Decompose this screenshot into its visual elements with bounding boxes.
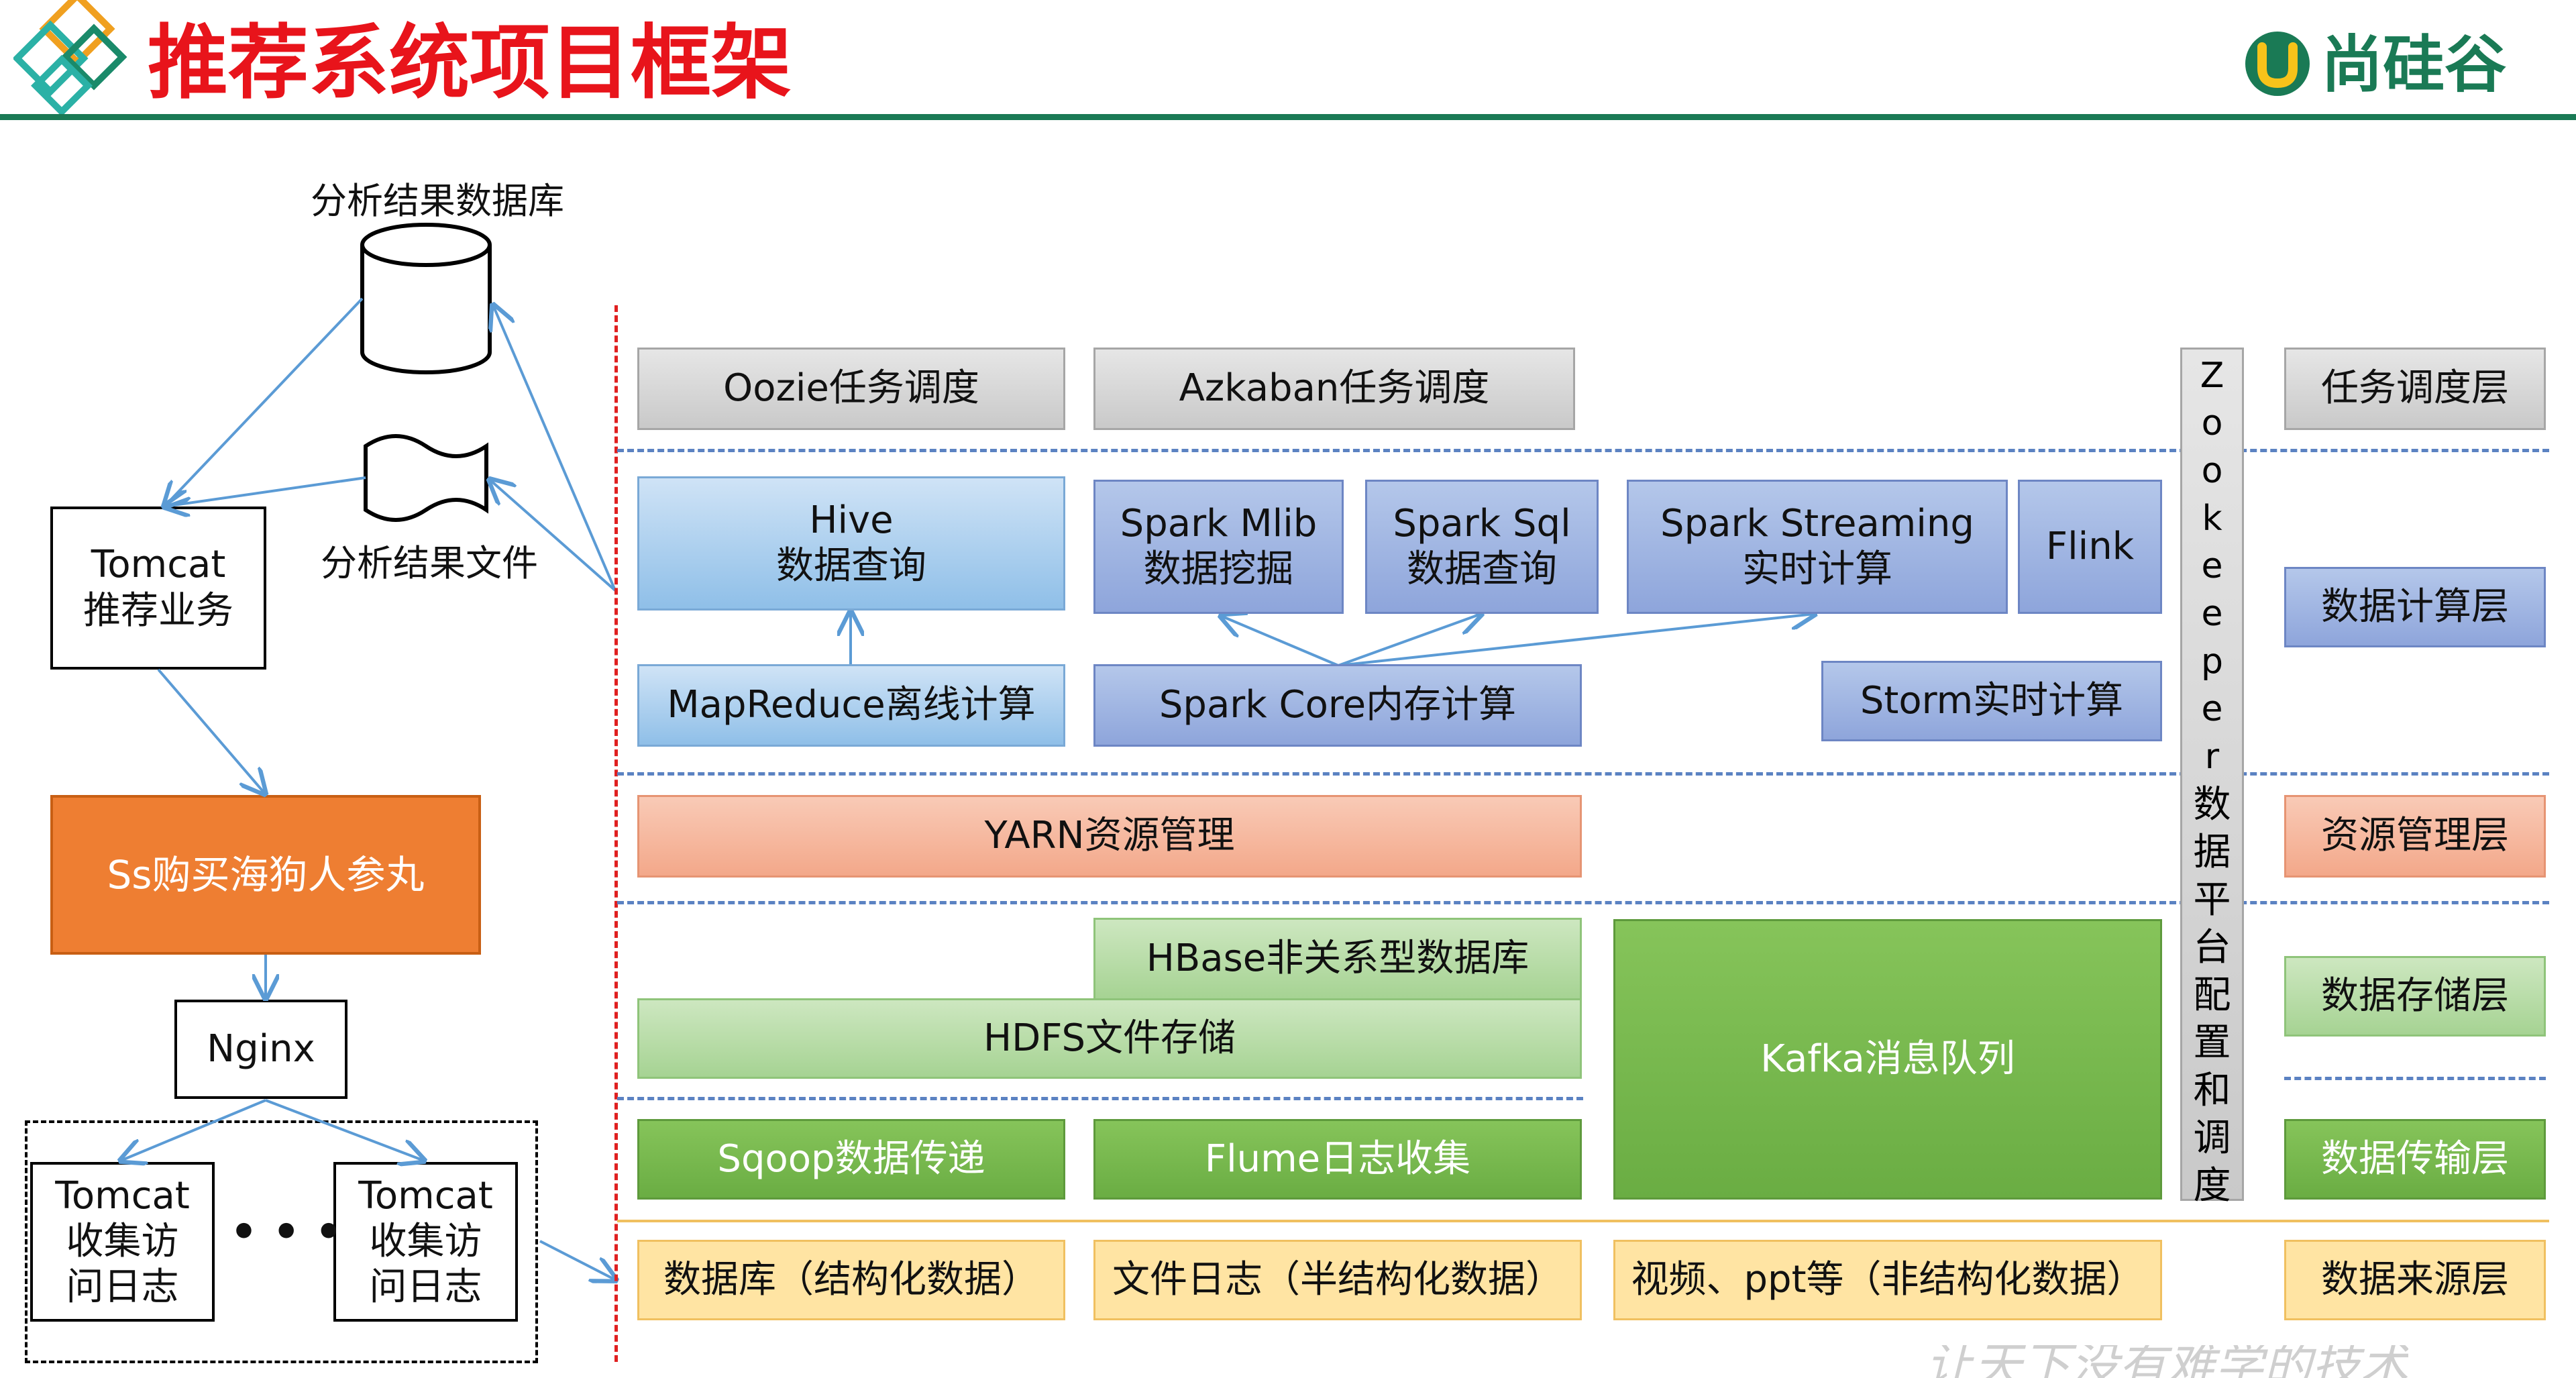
separator-resource	[617, 901, 2549, 904]
flink-box: Flink	[2018, 480, 2162, 614]
sqoop-box: Sqoop数据传递	[637, 1119, 1065, 1200]
document-icon	[364, 434, 488, 522]
zk-char: k	[2202, 498, 2222, 539]
spark-sql-box: Spark Sql 数据查询	[1365, 480, 1599, 614]
spark-core-box: Spark Core内存计算	[1093, 664, 1582, 747]
zk-char: e	[2201, 689, 2223, 729]
separator-storage-right	[2284, 1077, 2546, 1080]
brand-logo-icon	[2245, 32, 2310, 96]
zk-char: o	[2201, 451, 2223, 491]
zookeeper-bar: Z o o k e e p e r 数 据 平 台 配 置 和 调 度	[2180, 348, 2244, 1208]
zk-char: e	[2201, 594, 2223, 634]
azkaban-box: Azkaban任务调度	[1093, 348, 1575, 430]
hdfs-box: HDFS文件存储	[637, 998, 1582, 1079]
oozie-box: Oozie任务调度	[637, 348, 1065, 430]
tomcat-log-box-1: Tomcat 收集访 问日志	[30, 1162, 215, 1322]
zk-char: 置	[2193, 1021, 2231, 1065]
flume-box: Flume日志收集	[1093, 1119, 1582, 1200]
zk-char: 度	[2193, 1164, 2231, 1208]
database-icon	[360, 223, 492, 374]
zk-char: 配	[2193, 973, 2231, 1017]
header-divider	[0, 114, 2576, 120]
source-video-box: 视频、ppt等（非结构化数据）	[1613, 1240, 2162, 1320]
zk-char: p	[2200, 641, 2223, 682]
layer-transfer: 数据传输层	[2284, 1119, 2546, 1200]
separator-compute	[617, 772, 2549, 776]
layer-compute: 数据计算层	[2284, 567, 2546, 647]
zk-char: r	[2204, 737, 2220, 777]
zk-char: 调	[2193, 1116, 2231, 1160]
hbase-box: HBase非关系型数据库	[1093, 918, 1582, 1000]
spark-streaming-box: Spark Streaming 实时计算	[1627, 480, 2008, 614]
db-label: 分析结果数据库	[311, 180, 564, 222]
layer-source: 数据来源层	[2284, 1240, 2546, 1320]
storm-box: Storm实时计算	[1821, 661, 2162, 741]
layer-storage: 数据存储层	[2284, 956, 2546, 1037]
zk-char: 和	[2193, 1069, 2231, 1112]
watermark-slogan: 让天下没有难学的技术	[1925, 1345, 2409, 1378]
nginx-box: Nginx	[174, 1000, 347, 1099]
tomcat-log-box-2: Tomcat 收集访 问日志	[333, 1162, 518, 1322]
spark-mlib-box: Spark Mlib 数据挖掘	[1093, 480, 1344, 614]
separator-storage	[617, 1097, 1583, 1100]
mapreduce-box: MapReduce离线计算	[637, 664, 1065, 747]
zk-char: 据	[2193, 831, 2231, 874]
separator-schedule	[617, 449, 2549, 452]
source-db-box: 数据库（结构化数据）	[637, 1240, 1065, 1320]
tomcat-recommend-box: Tomcat 推荐业务	[50, 507, 266, 670]
brand-name: 尚硅谷	[2321, 29, 2507, 101]
zk-char: Z	[2200, 356, 2224, 396]
separator-source	[617, 1220, 2549, 1222]
yarn-box: YARN资源管理	[637, 795, 1582, 878]
zk-char: o	[2201, 403, 2223, 443]
file-label: 分析结果文件	[321, 542, 538, 584]
source-file-box: 文件日志（半结构化数据）	[1093, 1240, 1582, 1320]
ellipsis: • • •	[230, 1208, 343, 1257]
kafka-box: Kafka消息队列	[1613, 919, 2162, 1200]
zk-char: 数	[2193, 783, 2231, 827]
logo-diamonds-icon	[13, 0, 127, 117]
page-title: 推荐系统项目框架	[148, 17, 792, 110]
zk-char: e	[2201, 546, 2223, 586]
shop-box: Ss购买海狗人参丸	[50, 795, 481, 955]
hive-box: Hive 数据查询	[637, 476, 1065, 611]
layer-resource: 资源管理层	[2284, 795, 2546, 878]
layer-schedule: 任务调度层	[2284, 348, 2546, 430]
platform-boundary	[614, 305, 618, 1362]
zk-char: 平	[2193, 878, 2231, 922]
zk-char: 台	[2193, 926, 2231, 969]
